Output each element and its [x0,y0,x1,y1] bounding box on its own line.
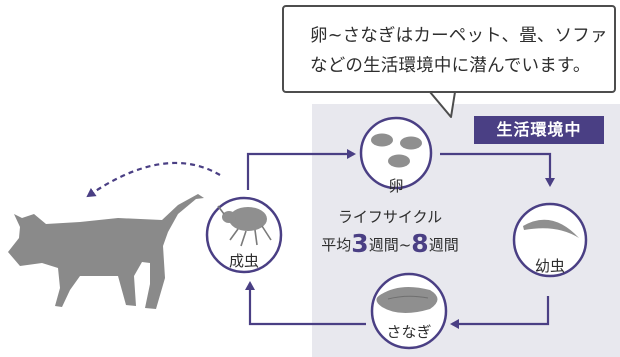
flea-larva-icon [523,219,579,238]
callout-tail [429,91,456,118]
flea-pupa-icon [376,286,438,314]
arrow-pupa-to-adult [245,281,366,326]
flea-adult-icon [217,205,272,247]
pupa-label: さなぎ [386,323,432,341]
arrow-egg-to-larva [440,152,555,187]
environment-label: 生活環境中 [474,116,604,144]
arrow-larva-to-pupa [450,296,550,329]
cycle-arrows [86,149,555,329]
lifecycle-max-value: 8 [411,229,429,258]
lifecycle-prefix: 平均 [321,236,352,254]
info-callout: 卵~さなぎはカーペット、畳、ソファ などの生活環境中に潜んでいます。 [282,5,616,93]
callout-line-2: などの生活環境中に潜んでいます。 [310,56,591,76]
adult-label: 成虫 [228,252,260,270]
lifecycle-duration: 平均3週間~8週間 [321,228,458,261]
larva-label: 幼虫 [534,257,566,275]
egg-label: 卵 [388,177,404,195]
lifecycle-min-value: 3 [351,229,369,258]
cat-silhouette-icon [8,194,204,309]
lifecycle-info: ライフサイクル 平均3週間~8週間 [321,206,458,261]
callout-line-1: 卵~さなぎはカーペット、畳、ソファ [310,26,608,46]
arrow-jump-to-cat [86,161,221,198]
flea-eggs-icon [371,133,422,168]
lifecycle-unit-1: 週間~ [368,236,412,254]
lifecycle-unit-2: 週間 [428,236,459,254]
arrow-adult-to-egg [246,149,356,190]
lifecycle-title: ライフサイクル [337,208,443,226]
